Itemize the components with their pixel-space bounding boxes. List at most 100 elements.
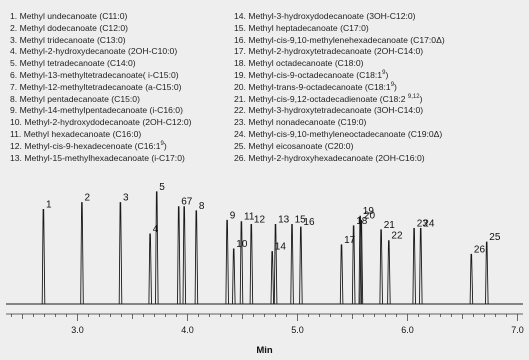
legend-entry-20: 20. Methyl-trans-9-octadecanoate (C18:19… xyxy=(234,82,397,93)
legend-superscript: 9 xyxy=(390,81,395,88)
peak-1 xyxy=(41,208,46,305)
legend-name: Methyl octadecanoate (C18:0) xyxy=(248,58,364,69)
peak-20 xyxy=(359,219,364,305)
x-tick-label: 7.0 xyxy=(511,325,524,335)
peak-label-17: 17 xyxy=(344,235,356,246)
legend-number: 1. xyxy=(10,11,20,21)
peak-14 xyxy=(270,251,275,305)
legend-entry-25: 25. Methyl eicosanoate (C20:0) xyxy=(234,141,353,152)
legend-superscript: 9 xyxy=(382,70,386,77)
legend-number: 9. xyxy=(10,105,20,116)
legend-entry-9: 9. Methyl-14-methylpentadecanoate (i-C16… xyxy=(10,105,183,116)
peak-4 xyxy=(148,233,152,305)
legend-entry-11: 11. Methyl hexadecanoate (C16:0) xyxy=(10,129,141,140)
peak-22 xyxy=(387,240,391,305)
legend-name: Methyl tetradecanoate (C14:0) xyxy=(19,58,136,69)
legend-entry-4: 4. Methyl-2-hydroxydecanoate (2OH-C10:0) xyxy=(10,46,177,57)
legend-number: 6. xyxy=(10,70,20,80)
peak-16 xyxy=(299,226,303,305)
peak-3 xyxy=(118,202,123,305)
legend-tail: ) xyxy=(385,70,389,80)
legend-number: 16. xyxy=(234,34,249,45)
peak-label-26: 26 xyxy=(474,244,486,255)
peak-label-10: 10 xyxy=(236,239,248,250)
peak-10 xyxy=(232,248,236,305)
legend-name: Methyl-2-hydroxydecanoate (2OH-C10:0) xyxy=(19,46,178,57)
legend-superscript: 9,12 xyxy=(407,93,420,100)
legend-number: 18. xyxy=(234,58,249,69)
legend-number: 3. xyxy=(10,34,20,45)
legend-entry-21: 21. Methyl-cis-9,12-octadecadienoate (C1… xyxy=(234,94,422,105)
legend-entry-12: 12. Methyl-cis-9-hexadecenoate (C16:19) xyxy=(10,141,167,152)
peak-23 xyxy=(412,228,416,305)
legend-entry-19: 19. Methyl-cis-9-octadecanoate (C18:19) xyxy=(234,70,388,81)
legend-number: 7. xyxy=(10,81,20,92)
peak-label-16: 16 xyxy=(303,217,315,228)
legend-number: 19. xyxy=(234,70,249,80)
legend-name: Methyl-cis-9-hexadecenoate (C16:1 xyxy=(24,140,161,151)
peak-24 xyxy=(419,228,423,305)
legend-name: Methyl-2-hydroxyhexadecanoate (2OH-C16:0… xyxy=(248,152,425,163)
peak-11 xyxy=(239,221,244,305)
chart-legend: 1. Methyl undecanoate (C11:0)2. Methyl d… xyxy=(10,11,525,171)
peak-label-20: 20 xyxy=(364,210,376,221)
legend-name: Methyl-cis-9,10-methyleneoctadecanoate (… xyxy=(248,129,443,139)
peak-label-4: 4 xyxy=(153,224,159,235)
peak-label-11: 11 xyxy=(244,212,255,223)
x-tick-label: 3.0 xyxy=(71,325,84,335)
chromatogram-trace xyxy=(6,191,523,305)
peak-5 xyxy=(155,191,159,305)
legend-entry-8: 8. Methyl pentadecanoate (C15:0) xyxy=(10,94,140,105)
peak-13 xyxy=(273,223,278,305)
peak-label-22: 22 xyxy=(391,231,403,242)
peak-17 xyxy=(339,244,344,305)
legend-name: Methyl-14-methylpentadecanoate (i-C16:0) xyxy=(19,105,183,116)
x-axis-title: Min xyxy=(256,345,273,356)
legend-entry-22: 22. Methyl-3-hydroxytetradecanoate (3OH-… xyxy=(234,105,423,116)
peak-8 xyxy=(194,210,199,305)
peak-label-1: 1 xyxy=(46,199,52,210)
legend-name: Methyl-12-methyltetradecanoate (a-C15:0) xyxy=(19,81,182,92)
legend-name: Methyl dodecanoate (C12:0) xyxy=(19,22,129,33)
legend-number: 14. xyxy=(234,11,249,21)
legend-name: Methyl tridecanoate (C13:0) xyxy=(19,34,126,45)
peak-label-5: 5 xyxy=(159,182,165,193)
legend-name: Methyl hexadecanoate (C16:0) xyxy=(23,129,142,139)
legend-entry-18: 18. Methyl octadecanoate (C18:0) xyxy=(234,58,363,69)
legend-name: Methyl eicosanoate (C20:0) xyxy=(248,140,354,151)
peak-label-6: 6 xyxy=(181,197,187,208)
legend-entry-15: 15. Methyl heptadecanoate (C17:0) xyxy=(234,23,369,34)
legend-entry-6: 6. Methyl-13-methyltetradecanoate( i-C15… xyxy=(10,70,179,81)
peak-7 xyxy=(182,206,187,305)
peak-15 xyxy=(290,223,294,305)
peak-label-2: 2 xyxy=(85,193,91,204)
legend-name: Methyl-cis-9-octadecanoate (C18:1 xyxy=(248,70,383,80)
legend-number: 2. xyxy=(10,22,20,33)
peak-label-21: 21 xyxy=(384,220,396,231)
legend-number: 15. xyxy=(234,22,249,33)
legend-entry-23: 23. Methyl nonadecanoate (C19:0) xyxy=(234,117,366,128)
legend-tail: ) xyxy=(394,81,397,92)
legend-number: 23. xyxy=(234,117,249,128)
peak-label-23: 23 xyxy=(417,219,429,230)
peak-label-18: 18 xyxy=(356,216,368,227)
legend-name: Methyl-cis-9,12-octadecadienoate (C18:2 xyxy=(248,93,408,104)
legend-name: Methyl pentadecanoate (C15:0) xyxy=(19,93,140,104)
legend-number: 24. xyxy=(234,129,249,139)
legend-name: Methyl-2-hydroxydodecanoate (2OH-C12:0) xyxy=(24,117,192,128)
peak-label-25: 25 xyxy=(489,232,501,243)
peak-label-8: 8 xyxy=(199,201,205,212)
peak-label-15: 15 xyxy=(295,214,307,225)
peak-12 xyxy=(249,223,254,305)
peak-25 xyxy=(485,241,489,305)
peak-9 xyxy=(225,219,229,305)
legend-name: Methyl undecanoate (C11:0) xyxy=(19,11,128,21)
peak-19 xyxy=(358,215,363,305)
legend-name: Methyl-trans-9-octadecanoate (C18:1 xyxy=(248,81,391,92)
legend-number: 21. xyxy=(234,93,249,104)
peak-label-3: 3 xyxy=(123,193,129,204)
legend-tail: ) xyxy=(419,93,423,104)
peak-21 xyxy=(379,229,383,305)
legend-tail: ) xyxy=(163,140,167,151)
legend-number: 25. xyxy=(234,140,249,151)
